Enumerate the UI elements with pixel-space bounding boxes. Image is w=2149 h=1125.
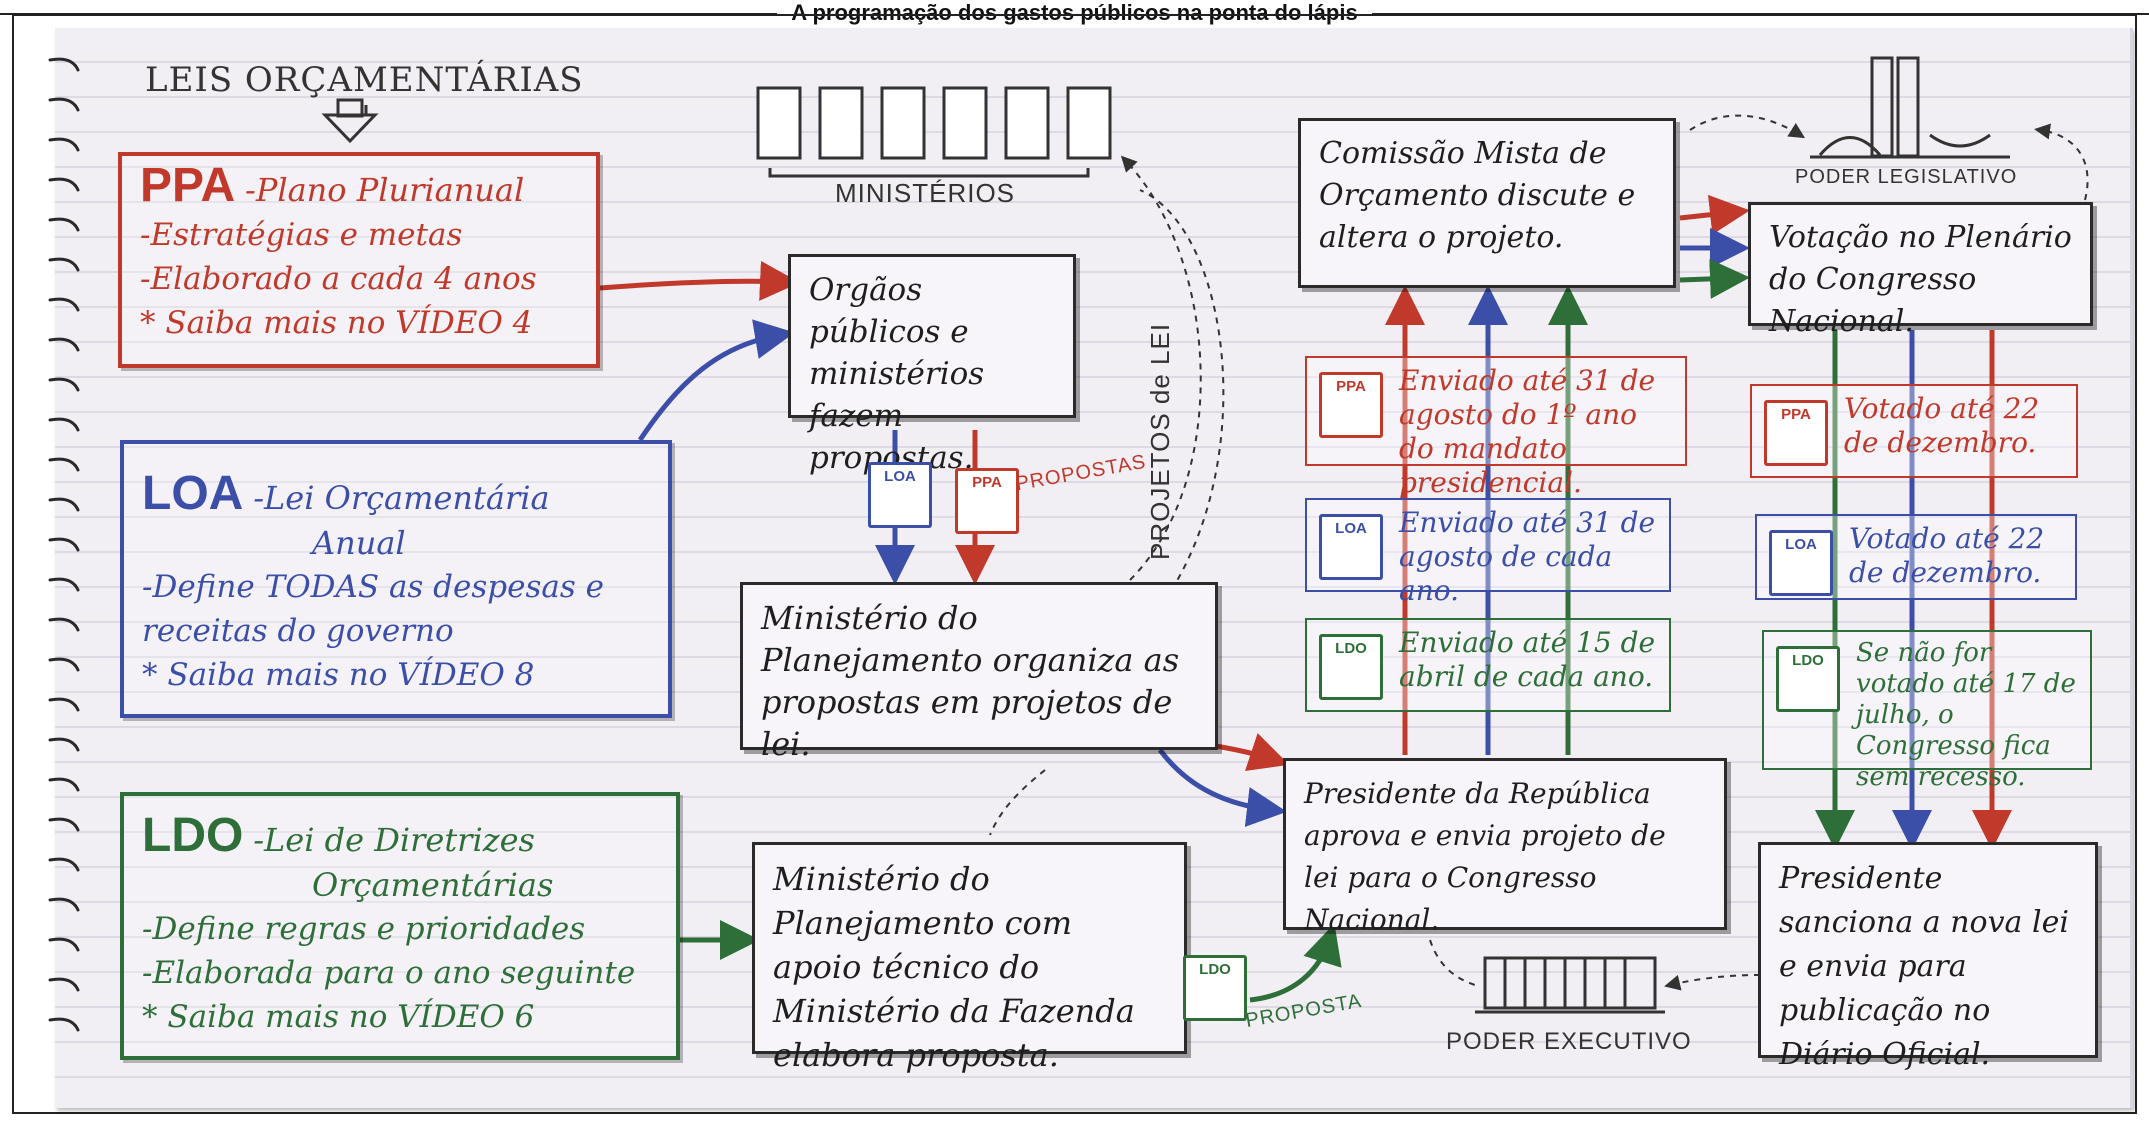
- projetos-de-lei-label: PROJETOS de LEI: [1145, 322, 1175, 560]
- ppa-notebook-icon: PPA: [955, 468, 1019, 534]
- voto-loa-text: Votado até 22 de dezembro.: [1849, 522, 2045, 589]
- comissao-box: Comissão Mista de Orçamento discute e al…: [1298, 118, 1676, 288]
- ppa-arrow: [599, 260, 800, 301]
- ministries-icon: [756, 86, 1112, 178]
- voto-ppa-text: Votado até 22 de dezembro.: [1844, 392, 2040, 459]
- envio-loa-box: LOA Enviado até 31 de agosto de cada ano…: [1305, 498, 1671, 607]
- planejamento-box: Ministério do Planejamento organiza as p…: [740, 582, 1218, 763]
- ldo-line-3: * Saiba mais no VÍDEO 6: [142, 999, 535, 1035]
- envio-ppa-text: Enviado até 31 de agosto do 1º ano do ma…: [1399, 364, 1656, 499]
- planalto-building-icon: [1475, 956, 1665, 1014]
- page-title: A programação dos gastos públicos na pon…: [777, 0, 1372, 26]
- envio-ldo-box: LDO Enviado até 15 de abril de cada ano.: [1305, 618, 1671, 712]
- apoio-box: Ministério do Planejamento com apoio téc…: [752, 842, 1187, 1074]
- envio-ppa-box: PPA Enviado até 31 de agosto do 1º ano d…: [1305, 356, 1687, 499]
- ldo-line-1: -Define regras e prioridades: [142, 911, 586, 947]
- loa-line-2: receitas do governo: [142, 613, 454, 649]
- ldo-acronym: LDO: [142, 809, 244, 862]
- left-title: LEIS ORÇAMENTÁRIAS: [145, 60, 584, 100]
- dashed-plan-to-ministries: [1120, 155, 1202, 581]
- ldo-voto-icon: LDO: [1776, 646, 1840, 712]
- spiral-binding: [48, 57, 80, 1032]
- dashed-plan-to-ministries-2: [1139, 189, 1225, 601]
- poder-executivo-label: PODER EXECUTIVO: [1446, 1028, 1692, 1055]
- frame: [12, 14, 2137, 1114]
- votacao-box: Votação no Plenário do Congresso Naciona…: [1748, 202, 2093, 339]
- ppa-line-1: -Estratégias e metas: [140, 217, 463, 253]
- loa-name-2: Anual: [312, 524, 406, 562]
- loa-envio-icon: LOA: [1319, 514, 1383, 580]
- ldo-line-2: -Elaborada para o ano seguinte: [142, 955, 636, 991]
- voto-loa-box: LOA Votado até 22 de dezembro.: [1755, 514, 2077, 600]
- down-arrow-icon: [321, 98, 379, 144]
- comissao-ppa-arrow: [1679, 194, 1750, 235]
- plan-loa-arrow: [1158, 748, 1287, 827]
- envio-ldo-text: Enviado até 15 de abril de cada ano.: [1399, 626, 1656, 693]
- loa-arrow: [637, 319, 795, 442]
- ppa-acronym: PPA: [140, 159, 236, 212]
- loa-acronym: LOA: [142, 467, 244, 520]
- dashed-to-legislativo: [1689, 114, 1806, 139]
- loa-line-1: -Define TODAS as despesas e: [142, 569, 604, 605]
- ppa-line-2: -Elaborado a cada 4 anos: [140, 261, 537, 297]
- dashed-plan-to-apoio: [989, 769, 1046, 836]
- loa-notebook-icon: LOA: [868, 462, 932, 528]
- loa-voto-icon: LOA: [1769, 530, 1833, 596]
- orgaos-box: Orgãos públicos e ministérios fazem prop…: [788, 254, 1076, 476]
- congress-building-icon: [1810, 56, 2010, 159]
- ldo-notebook-icon: LDO: [1183, 955, 1247, 1021]
- voto-ppa-box: PPA Votado até 22 de dezembro.: [1750, 384, 2078, 478]
- ldo-envio-icon: LDO: [1319, 634, 1383, 700]
- sanciona-box: Presidente sanciona a nova lei e envia p…: [1758, 842, 2098, 1072]
- loa-line-3: * Saiba mais no VÍDEO 8: [142, 657, 535, 693]
- dashed-legislativo-to-votacao: [2034, 123, 2089, 201]
- poder-legislativo-label: PODER LEGISLATIVO: [1795, 166, 2018, 188]
- ppa-law-box: PPA -Plano Plurianual -Estratégias e met…: [118, 152, 600, 368]
- ppa-envio-icon: PPA: [1319, 372, 1383, 438]
- ldo-law-box: LDO -Lei de Diretrizes Orçamentárias -De…: [120, 792, 680, 1060]
- apoio-ldo-arrow: [1249, 923, 1342, 1003]
- ldo-name: -Lei de Diretrizes: [253, 821, 535, 859]
- ppa-name: -Plano Plurianual: [245, 171, 525, 209]
- envio-loa-text: Enviado até 31 de agosto de cada ano.: [1399, 506, 1656, 607]
- plan-ppa-arrow: [1209, 733, 1290, 772]
- dashed-sanciona-to-executivo: [1664, 974, 1761, 991]
- voto-ldo-box: LDO Se não for votado até 17 de julho, o…: [1762, 630, 2092, 792]
- voto-ldo-text: Se não for votado até 17 de julho, o Con…: [1856, 638, 2076, 792]
- dashed-presidente-to-executivo: [1429, 939, 1476, 986]
- ppa-voto-icon: PPA: [1764, 400, 1828, 466]
- comissao-ldo-arrow: [1679, 258, 1750, 299]
- presidente-envia-box: Presidente da República aprova e envia p…: [1283, 758, 1727, 936]
- ldo-name-2: Orçamentárias: [312, 866, 554, 904]
- loa-law-box: LOA -Lei Orçamentária Anual -Define TODA…: [120, 440, 672, 718]
- ppa-line-3: * Saiba mais no VÍDEO 4: [140, 305, 533, 341]
- ministerios-label: MINISTÉRIOS: [835, 178, 1016, 208]
- loa-name: -Lei Orçamentária: [253, 479, 550, 517]
